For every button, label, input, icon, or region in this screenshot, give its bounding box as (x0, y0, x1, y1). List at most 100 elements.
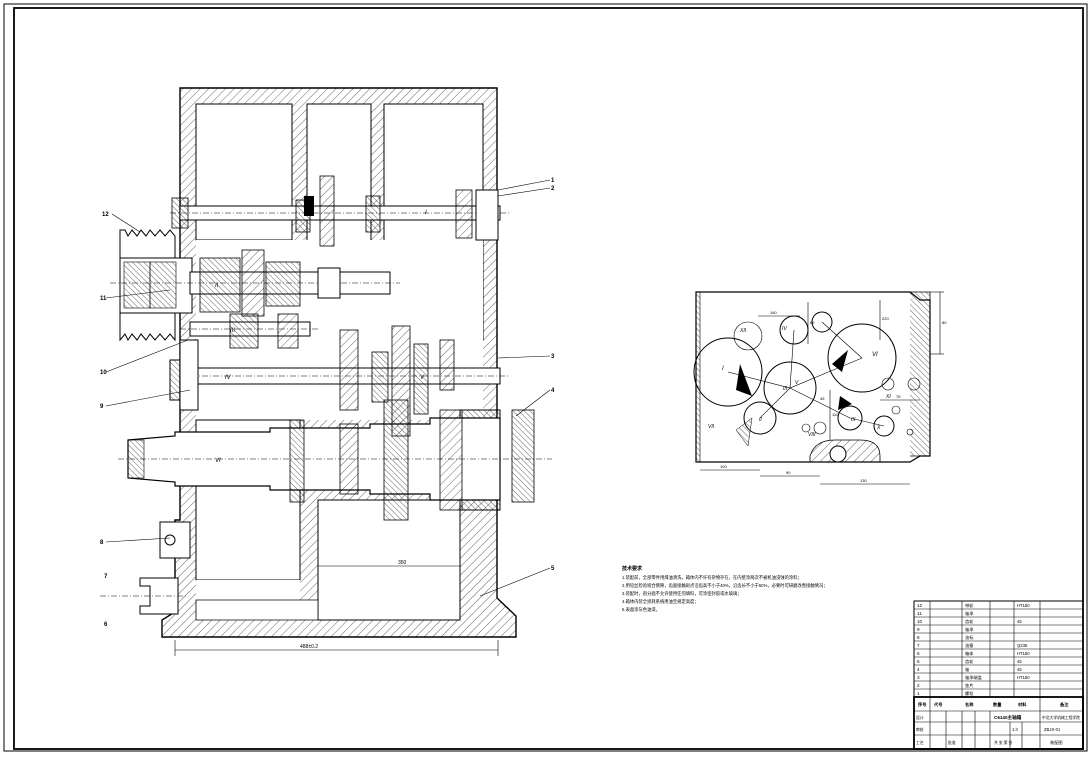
shaft-label-iv: IV (225, 375, 232, 381)
shaft-label-vi: VI (215, 458, 221, 464)
oil-gauge (159, 521, 191, 559)
shaft-label-v: V (420, 375, 425, 381)
pulley (119, 229, 193, 342)
gear-label-ii: II (759, 417, 762, 423)
header-name: 名称 (965, 701, 974, 708)
school-name: 中北大学机械工程学院 (1042, 715, 1080, 720)
gear-dim-4: 80 (942, 320, 947, 325)
label-approve: 批准 (948, 740, 956, 745)
bom-row-no: 9 (917, 627, 920, 632)
gear-label-iii: III (783, 386, 788, 392)
gear-dim-5: 60 (810, 320, 815, 325)
gear-label-xi: XI (885, 394, 891, 400)
technical-notes: 技术要求 1.装配前，全部零件用煤油清洗，箱体内不许有杂物存在，在内壁涂两次不被… (622, 565, 828, 613)
bom-row-no: 6 (917, 651, 920, 656)
bom-row-material: 45 (1017, 667, 1022, 672)
bom-row-name: 油标 (965, 634, 973, 641)
callout-11: 11 (100, 296, 107, 302)
header-code: 代号 (933, 701, 942, 708)
bom-row-no: 3 (917, 675, 920, 680)
notes-line-3: 3.装配时，剖分面不允许使用任何填料，可涂密封胶或水玻璃； (622, 590, 742, 597)
label-total: 共 张 第 张 (994, 740, 1013, 745)
bom-row-name: 垫片 (965, 682, 973, 689)
drawing-title: C6140主轴箱 (994, 714, 1022, 721)
gear-label-vii: VII (708, 424, 715, 430)
bom-row-name: 齿轮 (965, 658, 974, 665)
callout-5: 5 (551, 566, 555, 572)
notes-line-1: 1.装配前，全部零件用煤油清洗，箱体内不许有杂物存在，在内壁涂两次不被机油浸蚀的… (622, 574, 802, 581)
header-qty: 数量 (993, 701, 1002, 708)
bom-row-no: 1 (917, 691, 920, 696)
shaft-label-i: I (425, 210, 427, 216)
drawing-number: ZBJX-01 (1044, 727, 1061, 732)
notes-title: 技术要求 (622, 565, 643, 572)
length-dimension: 488±0.2 350 (174, 560, 499, 656)
callout-6: 6 (104, 622, 108, 628)
callout-10: 10 (100, 370, 107, 376)
gear-label-viii: VIII (808, 432, 816, 438)
inner-frame (13, 7, 1084, 750)
gear-dim-6: 110 (832, 412, 839, 417)
gear-dim-8: 160 (770, 310, 777, 315)
gear-label-i: I (722, 366, 724, 372)
callout-8: 8 (100, 540, 104, 546)
gear-dim-9: 220 (882, 316, 889, 321)
bom-row-no: 4 (917, 667, 920, 672)
label-check: 审核 (916, 727, 924, 732)
bom-row-name: 轴承 (965, 626, 974, 633)
gears (171, 175, 535, 521)
bom-row-no: 5 (917, 659, 920, 664)
notes-line-2: 2.用铅丝检验啮合侧隙，齿面接触斑点沿齿高不小于40%，沿齿长不小于50%，必要… (622, 582, 828, 589)
gear-arrangement-view (693, 291, 944, 485)
callout-7: 7 (104, 574, 108, 580)
callout-12: 12 (102, 212, 109, 218)
callouts: 1 2 3 4 5 6 7 8 9 10 11 12 I II III IV V… (100, 178, 555, 628)
gear-labels: I II III IV V VI VII VIII IX X XI XII 10… (708, 310, 947, 483)
outer-border (3, 3, 1088, 752)
bom-row-no: 12 (917, 603, 923, 608)
bom-row-no: 2 (917, 683, 920, 688)
gear-label-x: X (876, 425, 881, 431)
callout-1: 1 (551, 178, 555, 184)
gear-label-xii: XII (739, 328, 747, 334)
main-section-view: 488±0.2 350 (100, 87, 552, 656)
bom-row-no: 11 (917, 611, 922, 616)
callout-2: 2 (551, 186, 555, 192)
gear-label-ix: IX (851, 417, 856, 423)
bom-row-name: 齿轮 (965, 618, 974, 625)
bom-row-name: 螺栓 (965, 690, 974, 697)
bom-row-name: 轴承 (965, 610, 974, 617)
label-craft: 工艺 (916, 740, 924, 745)
gear-label-vi: VI (872, 352, 878, 358)
drawing-scale: 1:4 (1012, 727, 1018, 732)
cavity-8 (195, 599, 319, 621)
notes-line-5: 5.表面涂灰色油漆。 (622, 606, 660, 613)
gear-dim-7: 75 (896, 394, 901, 399)
bom-row-name: 轴承端盖 (965, 674, 982, 681)
notes-line-4: 4.箱体内装全损耗系统用油至规定高度； (622, 598, 699, 605)
cavity-6 (317, 499, 461, 621)
bom-row-no: 7 (917, 643, 920, 648)
bom-row-no: 10 (917, 619, 923, 624)
bom-row-material: 45 (1017, 619, 1022, 624)
callout-4: 4 (551, 388, 555, 394)
callout-3: 3 (551, 354, 555, 360)
bom-row-material: HT150 (1017, 603, 1030, 608)
shaft-label-ii: II (215, 283, 219, 289)
callout-9: 9 (100, 404, 104, 410)
bom-row-material: HT150 (1017, 675, 1030, 680)
header-no: 序号 (918, 701, 926, 708)
gear-dim-1: 100 (720, 464, 727, 469)
label-assembly: 装配图 (1050, 739, 1063, 746)
gear-label-v: V (795, 380, 799, 386)
bom-row-material: HT150 (1017, 651, 1030, 656)
bom-row-no: 8 (917, 635, 920, 640)
gear-dim-10: 45 (820, 396, 825, 401)
oil-plug (100, 577, 186, 615)
bom-row-name: 箱体 (965, 650, 974, 657)
header-remark: 备注 (1060, 701, 1069, 708)
gear-dim-3: 130 (860, 478, 867, 483)
